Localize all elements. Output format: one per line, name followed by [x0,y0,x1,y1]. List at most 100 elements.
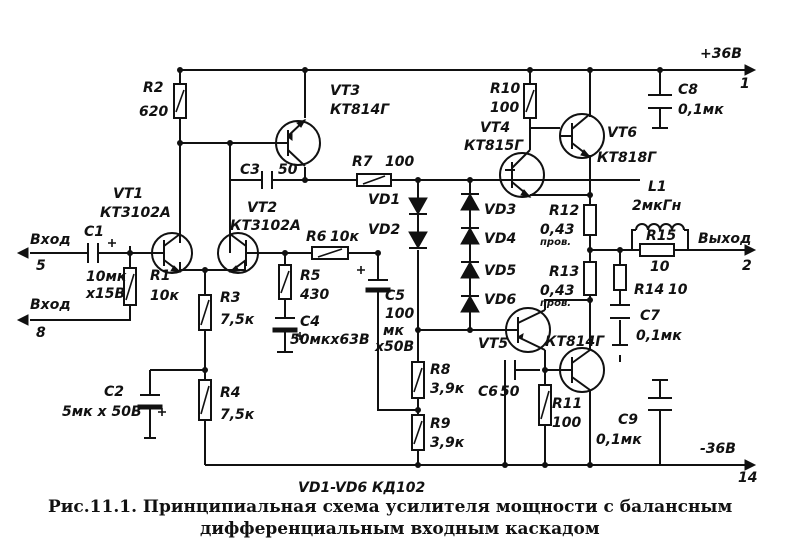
label-r8-name: R8 [430,362,451,378]
label-l1-value: 2мкГн [632,198,682,214]
label-c5-name: C5 [385,288,405,304]
label-negative-pin: 14 [738,470,757,486]
label-r6-value: 10к [330,229,359,245]
label-vd2: VD2 [368,222,400,238]
label-c5-value-b: мк [383,323,404,339]
label-c5-value-c: х50В [374,339,414,355]
resistor-r13 [583,261,597,296]
label-vd1: VD1 [368,192,400,208]
label-r2-name: R2 [143,80,164,96]
label-vt3-type: КТ814Г [330,102,390,118]
capacitors [87,94,672,439]
label-r9-name: R9 [430,416,451,432]
label-vt1-name: VT1 [113,186,143,202]
label-input2: Вход [30,297,71,313]
label-c9-name: C9 [618,412,638,428]
resistor-r15 [639,243,675,257]
input1-arrow [16,247,29,259]
label-vt2-type: КТ3102А [230,218,301,234]
label-r11-name: R11 [552,396,582,412]
label-r1-name: R1 [150,268,171,284]
label-vt4-name: VT4 [480,120,510,136]
label-r3-name: R3 [220,290,241,306]
label-c4-name: C4 [300,314,320,330]
label-r4-name: R4 [220,385,241,401]
label-r3-value: 7,5к [220,312,255,328]
label-input1: Вход [30,232,71,248]
label-r7-value: 100 [385,154,414,170]
label-c5-value-a: 100 [385,306,414,322]
label-r13-value: 0,43 [540,283,575,299]
label-c7-name: C7 [640,308,660,324]
label-c9-value: 0,1мк [596,432,642,448]
label-r13-name: R13 [549,264,579,280]
resistor-r14 [613,264,627,291]
label-c8-name: C8 [678,82,698,98]
label-r13-note: пров. [540,298,571,309]
rail-arrow-bottom [744,459,757,471]
label-r8-value: 3,9к [430,381,465,397]
label-c3-name: C3 [240,162,260,178]
label-vt6-type: КТ818Г [597,150,657,166]
label-output: Выход [698,231,751,247]
label-vt5-type: КТ814Г [545,334,605,350]
labels: +36В 1 -36В 14 Вход 5 Вход 8 Выход 2 VT1… [30,46,757,539]
label-r5-value: 430 [299,287,329,303]
label-c1-name: C1 [84,224,104,240]
label-r10-name: R10 [490,81,521,97]
output-arrow [744,244,757,256]
label-negative-rail: -36В [700,441,736,457]
label-r9-value: 3,9к [430,435,465,451]
input2-arrow [16,314,29,326]
label-vd6: VD6 [484,292,516,308]
label-vt1-type: КТ3102А [100,205,171,221]
label-r6-name: R6 [306,229,327,245]
label-r4-value: 7,5к [220,407,255,423]
label-c2-value: 5мк х 50В [62,404,142,420]
inductor-l1 [631,223,689,250]
label-r12-value: 0,43 [540,222,575,238]
label-r11-value: 100 [552,415,581,431]
label-positive-rail: +36В [700,46,742,62]
label-c7-value: 0,1мк [636,328,682,344]
label-output-pin: 2 [742,258,752,274]
label-c2-name: C2 [104,384,124,400]
resistor-r12 [583,204,597,236]
label-positive-pin: 1 [740,76,750,92]
label-r14-value: 10 [668,282,688,298]
label-c6-value: 50 [500,384,520,400]
label-r10-value: 100 [490,100,519,116]
label-input1-pin: 5 [36,258,46,274]
label-vd3: VD3 [484,202,516,218]
label-r15-value: 10 [650,259,670,275]
label-r7-name: R7 [352,154,373,170]
rail-arrow-top [744,64,757,76]
label-r1-value: 10к [150,288,179,304]
label-vd5: VD5 [484,263,516,279]
label-r12-name: R12 [549,203,579,219]
junctions [127,67,663,468]
transistors [151,113,605,393]
diodes [408,192,480,313]
label-vt6-name: VT6 [607,125,637,141]
label-c1-value-a: 10мк [86,269,127,285]
label-vt4-type: КТ815Г [464,138,524,154]
label-input2-pin: 8 [36,325,46,341]
label-diodes-note: VD1-VD6 КД102 [298,480,425,496]
label-vd4: VD4 [484,231,516,247]
label-c6-name: C6 [478,384,498,400]
label-vt2-name: VT2 [247,200,277,216]
label-c1-value-b: х15В [85,286,125,302]
label-r2-value: 620 [139,104,168,120]
label-vt5-name: VT5 [478,336,508,352]
caption-line-1: Рис.11.1. Принципиальная схема усилителя… [48,497,732,517]
label-vt3-name: VT3 [330,83,360,99]
label-c3-value: 50 [278,162,298,178]
label-r15-name: R15 [646,228,677,244]
label-r5-name: R5 [300,268,321,284]
resistors [123,83,675,451]
label-r14-name: R14 [634,282,664,298]
label-r12-note: пров. [540,237,571,248]
label-c4-value: 50мкх63В [290,332,370,348]
